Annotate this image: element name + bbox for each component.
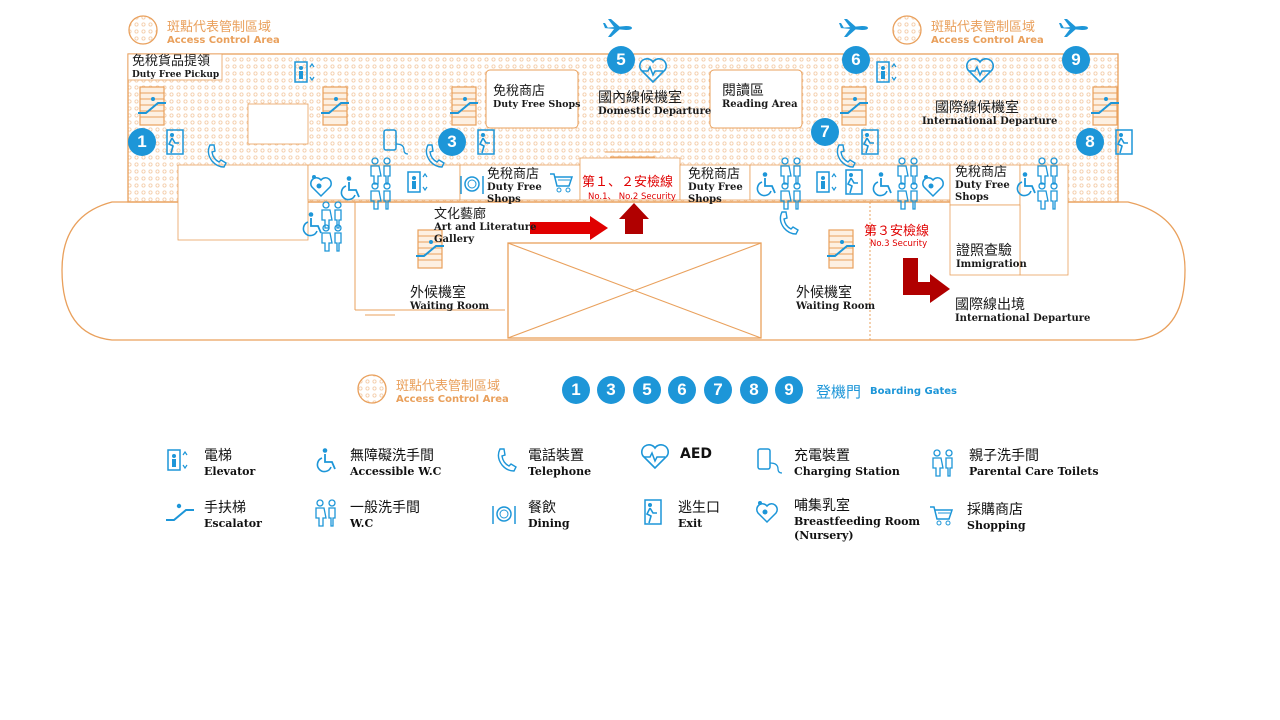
boarding-gates-en: Boarding Gates	[870, 386, 957, 397]
nursery-icon	[756, 500, 778, 523]
international-departure-lounge: 國際線候機室 International Departure	[922, 100, 1058, 128]
gate-legend-9: 9	[775, 376, 803, 404]
legend-shopping: 採購商店 Shopping	[967, 502, 1026, 532]
legend-parental-toilet: 親子洗手間 Parental Care Toilets	[969, 448, 1099, 478]
legend-elevator: 電梯 Elevator	[204, 448, 256, 478]
gate-legend-3: 3	[597, 376, 625, 404]
gate-legend-6: 6	[668, 376, 696, 404]
gate-marker-3: 3	[438, 128, 466, 156]
duty-free-shops-mid1: 免稅商店 Duty Free Shops	[487, 167, 542, 205]
access-control-label-left: 斑點代表管制區域 Access Control Area	[167, 20, 280, 46]
gate-marker-6: 6	[842, 46, 870, 74]
legend-charging: 充電裝置 Charging Station	[794, 448, 900, 478]
international-departure: 國際線出境 International Departure	[955, 297, 1091, 325]
gate-marker-8: 8	[1076, 128, 1104, 156]
art-gallery: 文化藝廊 Art and Literature Gallery	[434, 207, 537, 245]
legend-nursery: 哺集乳室 Breastfeeding Room (Nursery)	[794, 498, 921, 542]
legend-wc: 一般洗手間 W.C	[350, 500, 420, 530]
gate-marker-9: 9	[1062, 46, 1090, 74]
gate-legend-7: 7	[704, 376, 732, 404]
waiting-room-right: 外候機室 Waiting Room	[796, 285, 876, 313]
access-control-label-right: 斑點代表管制區域 Access Control Area	[931, 20, 1044, 46]
parental-toilet-icon	[932, 449, 953, 477]
aed-icon	[640, 443, 670, 469]
dining-icon	[492, 505, 516, 525]
legend-exit: 逃生口 Exit	[678, 500, 720, 530]
legend-telephone: 電話裝置 Telephone	[528, 448, 592, 478]
legend-escalator: 手扶梯 Escalator	[204, 500, 262, 530]
gate-legend-5: 5	[633, 376, 661, 404]
gate-legend-8: 8	[740, 376, 768, 404]
duty-free-pickup: 免稅貨品提領 Duty Free Pickup	[132, 54, 220, 80]
legend-accessible-wc: 無障礙洗手間 Accessible W.C	[350, 448, 442, 478]
duty-free-shops-right: 免稅商店 Duty Free Shops	[955, 165, 1010, 203]
duty-free-shops-mid2: 免稅商店 Duty Free Shops	[688, 167, 743, 205]
gate-legend-1: 1	[562, 376, 590, 404]
access-control-label-bottom: 斑點代表管制區域 Access Control Area	[396, 379, 509, 405]
telephone-icon	[497, 448, 517, 472]
charging-station-icon	[757, 448, 783, 474]
immigration: 證照查驗 Immigration	[956, 243, 1027, 271]
legend-dining: 餐飲 Dining	[528, 500, 570, 530]
domestic-departure: 國內線候機室 Domestic Departure	[598, 90, 712, 118]
accessible-wc-icon	[316, 447, 336, 473]
legend-aed: AED	[680, 446, 713, 462]
security-line-1-2: 第１、２安檢線 No.1、 No.2 Security	[582, 175, 676, 202]
waiting-room-left: 外候機室 Waiting Room	[410, 285, 490, 313]
duty-free-shops-top: 免稅商店 Duty Free Shops	[493, 84, 581, 110]
reading-area: 閱讀區 Reading Area	[722, 83, 798, 111]
elevator-icon	[167, 449, 188, 471]
gate-marker-7: 7	[811, 118, 839, 146]
exit-icon	[644, 499, 662, 525]
escalator-icon	[166, 503, 194, 521]
boarding-gates-zh: 登機門	[816, 383, 862, 401]
gate-marker-1: 1	[128, 128, 156, 156]
security-line-3: 第３安檢線 No.3 Security	[864, 224, 930, 249]
shopping-icon	[929, 506, 953, 526]
wc-icon	[315, 499, 336, 527]
gate-marker-5: 5	[607, 46, 635, 74]
